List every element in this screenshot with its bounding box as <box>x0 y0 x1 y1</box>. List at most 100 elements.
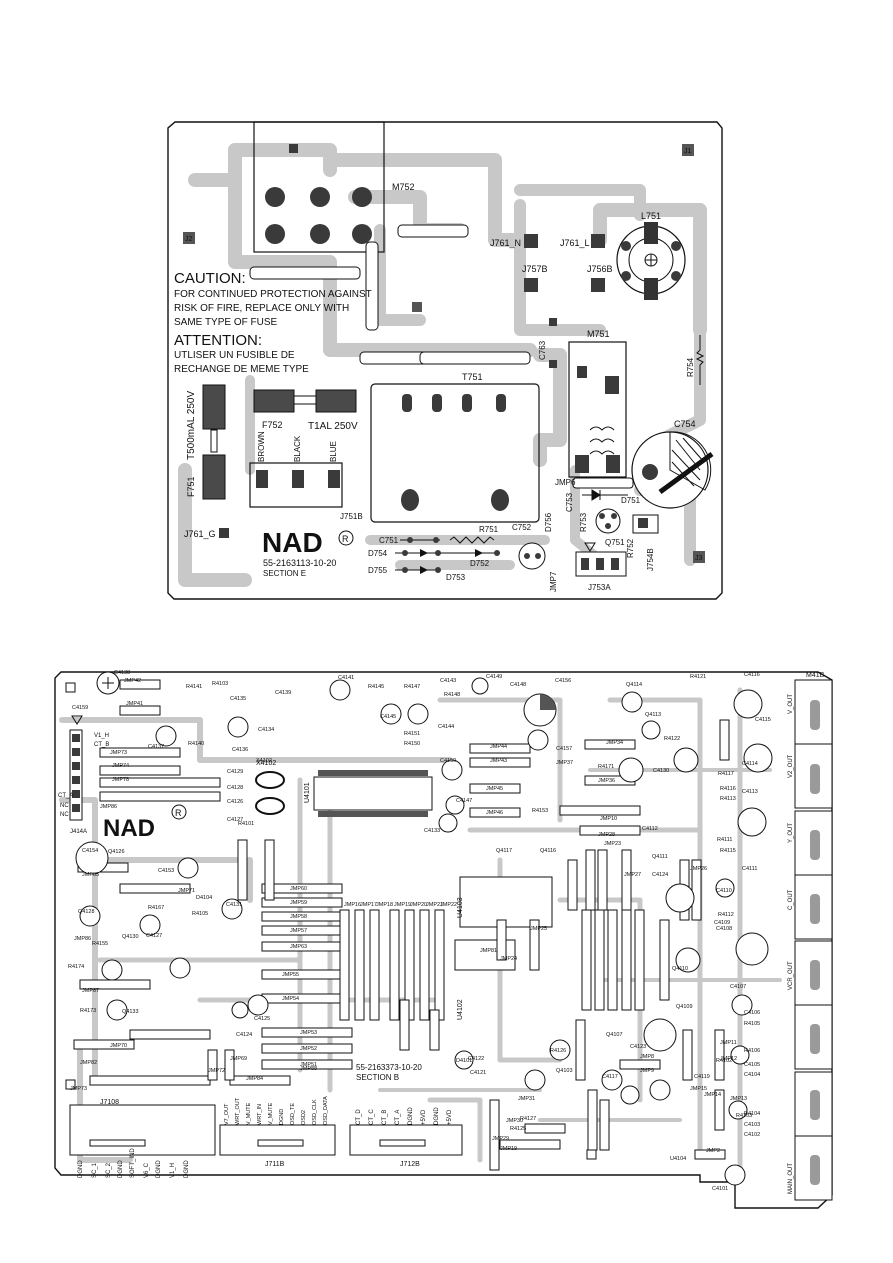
component-label-r4105: R4105 <box>744 1021 760 1027</box>
component-label-jmp31: JMP31 <box>518 1096 535 1102</box>
component-label-jmp16: JMP16 <box>344 902 361 908</box>
component-label-u4104: U4104 <box>670 1156 686 1162</box>
component-label-jmp45: JMP45 <box>486 786 503 792</box>
label-m752: M752 <box>392 182 415 192</box>
component-label-c4133: C4133 <box>424 828 440 834</box>
component-label-jmp57: JMP57 <box>290 928 307 934</box>
component-label-jmp30: JMP30 <box>506 1118 523 1124</box>
component-label-d4101: D4101 <box>456 1058 472 1064</box>
label-jmp6: JMP6 <box>555 478 576 487</box>
component-label-c4102: C4102 <box>744 1132 760 1138</box>
component-label-c4144: C4144 <box>438 724 454 730</box>
component-label-jmp36: JMP36 <box>598 778 615 784</box>
section-b-section: SECTION B <box>356 1073 399 1082</box>
attention-line-2: RECHANGE DE MEME TYPE <box>174 364 309 375</box>
component-label-c4141: C4141 <box>338 675 354 681</box>
j7108-pin-3: DGND <box>118 1160 124 1178</box>
label-j761-n: J761_N <box>490 238 521 248</box>
component-label-c4135: C4135 <box>230 696 246 702</box>
label-r754: R754 <box>686 357 695 377</box>
component-label-jmp63: JMP63 <box>290 944 307 950</box>
component-label-jmp42: JMP42 <box>124 678 141 684</box>
component-label-x4102: X4102 <box>256 758 272 764</box>
j7108-pin-8: DGND <box>184 1160 190 1178</box>
component-label-jmp28: JMP28 <box>598 832 615 838</box>
component-label-c4119: C4119 <box>694 1074 710 1080</box>
component-label-jmp84: JMP84 <box>246 1076 263 1082</box>
label-t751: T751 <box>462 372 483 382</box>
j711b-pin-1: WRT_OUT <box>235 1097 241 1125</box>
component-label-q4111: Q4111 <box>652 854 668 860</box>
component-label-c4159: C4159 <box>72 705 88 711</box>
u4101-pins <box>318 770 428 817</box>
component-label-q4107: Q4107 <box>606 1032 623 1038</box>
j712b-pin-1: CT_C <box>369 1109 375 1125</box>
component-label-c4117: C4117 <box>602 1074 618 1080</box>
component-label-jmp24: JMP24 <box>500 956 517 962</box>
j7108-pin-4: SOFT_IND <box>130 1148 136 1178</box>
label-u4101: U4101 <box>304 782 311 803</box>
component-label-q4128: Q4128 <box>78 909 95 915</box>
component-label-r4101: R4101 <box>238 821 254 827</box>
section-b-board: M41B V_OUT V2_OUT Y_OUT C_OUT VCR_OUT MA… <box>54 670 833 1209</box>
component-label-jmp72: JMP72 <box>208 1068 225 1074</box>
j414a-pin-cta: CT_A <box>58 793 73 799</box>
component-label-c4112: C4112 <box>642 826 658 832</box>
component-label-q4117: Q4117 <box>496 848 512 854</box>
component-label-q4109: Q4109 <box>676 1004 693 1010</box>
f752-fuse <box>253 389 357 413</box>
output-c-out: C_OUT <box>788 889 794 910</box>
label-d755: D755 <box>368 566 388 575</box>
component-label-jmp26: JMP26 <box>690 866 707 872</box>
label-c751: C751 <box>379 536 399 545</box>
section-b-registered-mark: R <box>175 808 182 818</box>
j711b-pin-5: DGND <box>279 1109 285 1125</box>
attention-line-1: UTLISER UN FUSIBLE DE <box>174 350 295 361</box>
component-label-jmp9: JMP9 <box>640 1068 654 1074</box>
component-label-c4137: C4137 <box>148 744 164 750</box>
component-label-c4127: C4127 <box>227 817 243 823</box>
j711b-pin-0: V7_OUT <box>224 1103 230 1125</box>
component-label-c4122: C4122 <box>468 1056 484 1062</box>
component-label-jmp19: JMP19 <box>500 1146 517 1152</box>
label-j2: J2 <box>185 236 193 243</box>
component-label-jmp74: JMP74 <box>112 763 129 769</box>
component-label-jmp10: JMP10 <box>600 816 617 822</box>
component-label-r4103: R4103 <box>736 1113 752 1119</box>
component-label-c4101: C4101 <box>712 1186 728 1192</box>
output-vcr-out: VCR_OUT <box>788 961 794 990</box>
label-jmp7: JMP7 <box>549 571 558 592</box>
component-label-c4156: C4156 <box>555 678 571 684</box>
component-label-jmp20: JMP20 <box>410 902 427 908</box>
label-d752: D752 <box>470 559 490 568</box>
component-label-r4104: R4104 <box>744 1111 760 1117</box>
component-label-c4143: C4143 <box>440 678 456 684</box>
component-label-jmp85: JMP85 <box>82 872 99 878</box>
section-e-traces <box>178 143 707 587</box>
label-j7108: J7108 <box>100 1099 119 1106</box>
j7108-pin-6: DGND <box>156 1160 162 1178</box>
component-label-r4117: R4117 <box>718 771 734 777</box>
j7108-pins: DGND SC_1 SC_2 DGND SOFT_IND V6_C DGND V… <box>78 1148 190 1178</box>
component-label-r4103: R4103 <box>212 681 228 687</box>
component-label-r4102: R4102 <box>716 1058 732 1064</box>
j7108-pin-5: V6_C <box>144 1162 150 1178</box>
section-e-section: SECTION E <box>263 569 306 578</box>
component-label-jmp82: JMP82 <box>80 1060 97 1066</box>
component-labels-right: C4156C4157JMP37JMP34JMP36Q4114Q4113R4121… <box>555 672 771 1192</box>
component-label-r4155: R4155 <box>92 941 108 947</box>
output-y-out: Y_OUT <box>788 823 794 843</box>
label-u4102: U4102 <box>457 999 464 1020</box>
component-label-c4103: C4103 <box>744 1122 760 1128</box>
component-label-q4116: Q4116 <box>540 848 556 854</box>
component-label-jmp44: JMP44 <box>490 744 507 750</box>
label-m41b: M41B <box>806 672 825 679</box>
component-label-jmp86: JMP86 <box>74 936 91 942</box>
component-label-r4140: R4140 <box>188 741 204 747</box>
j7108-pin-2: SC_2 <box>106 1162 112 1178</box>
section-e-brand-logo: NAD <box>262 527 323 558</box>
label-u4103: U4103 <box>457 897 464 918</box>
component-label-jmp86: JMP86 <box>100 804 117 810</box>
caution-line-2: RISK OF FIRE, REPLACE ONLY WITH <box>174 303 349 314</box>
